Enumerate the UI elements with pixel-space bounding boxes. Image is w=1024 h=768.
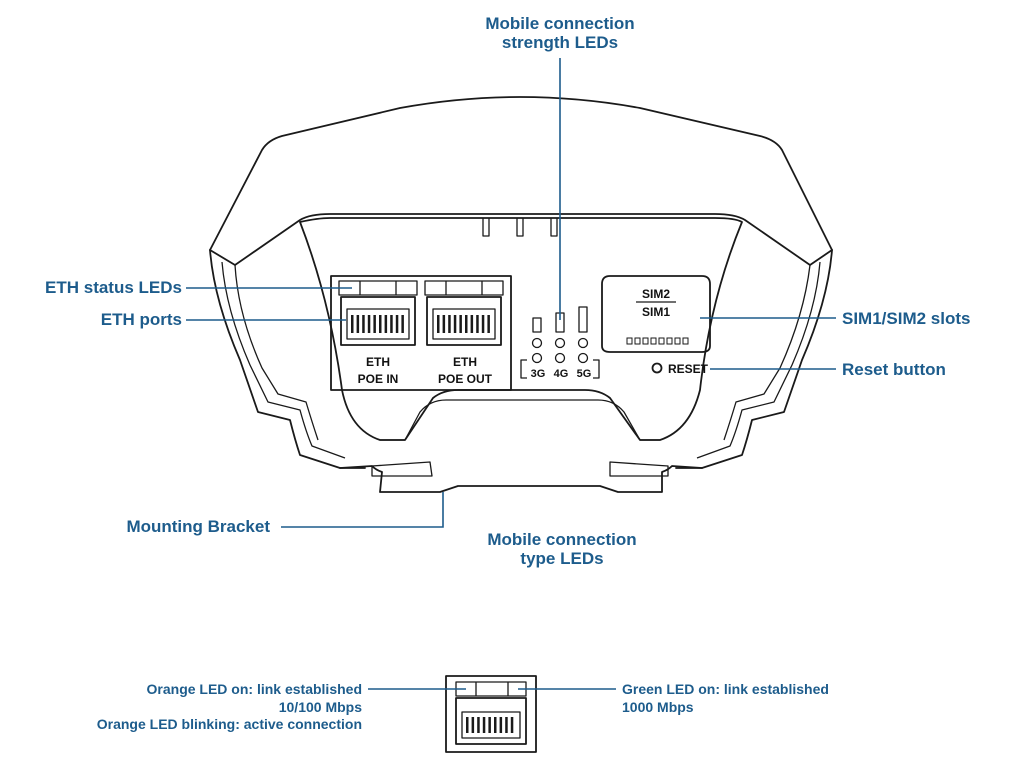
port-pin bbox=[448, 315, 451, 333]
legend-right-line1: Green LED on: link established bbox=[622, 681, 829, 697]
port1-label-line2: POE IN bbox=[358, 372, 399, 386]
sim-contact bbox=[682, 337, 689, 345]
port-pin bbox=[465, 315, 468, 333]
legend-led-bar bbox=[455, 681, 527, 697]
sim-contact bbox=[642, 337, 649, 345]
eth-status-callout: ETH status LEDs bbox=[45, 278, 182, 297]
type-led-4g bbox=[554, 352, 566, 364]
port-pin bbox=[510, 717, 514, 733]
eth-ports-callout: ETH ports bbox=[101, 310, 182, 329]
eth-status-leds-2 bbox=[424, 280, 504, 296]
strength-callout-line1: Mobile connection bbox=[485, 14, 634, 33]
led-dot-2 bbox=[554, 337, 566, 349]
legend-right-line2: 1000 Mbps bbox=[622, 699, 694, 715]
reset-label: RESET bbox=[668, 362, 709, 376]
port2-label-line1: ETH bbox=[453, 355, 477, 369]
port-pin bbox=[487, 315, 490, 333]
sim1-label: SIM1 bbox=[642, 305, 670, 319]
port-pin bbox=[505, 717, 508, 733]
port-pin bbox=[453, 315, 457, 333]
port-pin bbox=[459, 315, 462, 333]
port-pin bbox=[395, 315, 399, 333]
port-pin bbox=[351, 315, 354, 333]
strength-led-1 bbox=[532, 317, 542, 333]
port-pin bbox=[499, 717, 503, 733]
strength-callout-line2: strength LEDs bbox=[502, 33, 618, 52]
port1-label-line1: ETH bbox=[366, 355, 390, 369]
eth-port-poe-out bbox=[424, 280, 504, 346]
strength-led-3 bbox=[578, 306, 588, 333]
sim-contact bbox=[674, 337, 681, 345]
type-callout-line1: Mobile connection bbox=[487, 530, 636, 549]
sim-slots: SIM2 SIM1 bbox=[601, 275, 711, 353]
port-pin bbox=[356, 315, 360, 333]
port-pin bbox=[476, 315, 479, 333]
sim-contact bbox=[658, 337, 665, 345]
legend-left-line2: 10/100 Mbps bbox=[279, 699, 362, 715]
legend: Orange LED on: link established 10/100 M… bbox=[97, 681, 829, 732]
type-label-4g: 4G bbox=[554, 368, 569, 380]
reset-callout: Reset button bbox=[842, 360, 946, 379]
eth-port-block: ETH POE IN ETH POE OUT bbox=[330, 275, 512, 391]
legend-port bbox=[445, 675, 537, 753]
port-pin bbox=[466, 717, 469, 733]
sim-contact bbox=[634, 337, 641, 345]
led-dot-1 bbox=[531, 337, 543, 349]
type-label-3g: 3G bbox=[531, 368, 546, 380]
reset-hole bbox=[651, 362, 663, 374]
bracket-callout: Mounting Bracket bbox=[126, 517, 270, 536]
sim-contact bbox=[666, 337, 673, 345]
sim-contact bbox=[626, 337, 633, 345]
callouts: Mobile connection strength LEDs ETH stat… bbox=[45, 14, 970, 568]
legend-left-line1: Orange LED on: link established bbox=[147, 681, 362, 697]
port-pin bbox=[401, 315, 404, 333]
port-pin bbox=[471, 717, 475, 733]
led-dot-3 bbox=[577, 337, 589, 349]
eth-port-poe-in bbox=[338, 280, 418, 346]
type-callout-line2: type LEDs bbox=[520, 549, 603, 568]
reset-button: RESET bbox=[651, 362, 709, 376]
legend-left-line3: Orange LED blinking: active connection bbox=[97, 716, 362, 732]
port-pin bbox=[367, 315, 371, 333]
port-pin bbox=[481, 315, 485, 333]
mobile-leds: 3G 4G 5G bbox=[520, 306, 600, 380]
port-pin bbox=[477, 717, 480, 733]
port-pin bbox=[437, 315, 440, 333]
port-pin bbox=[384, 315, 388, 333]
sim2-label: SIM2 bbox=[642, 287, 670, 301]
port-pin bbox=[494, 717, 497, 733]
port-pin bbox=[488, 717, 491, 733]
port-pin bbox=[442, 315, 446, 333]
port-pin bbox=[482, 717, 486, 733]
sim-callout: SIM1/SIM2 slots bbox=[842, 309, 970, 328]
port-pin bbox=[470, 315, 474, 333]
router-body bbox=[209, 96, 833, 493]
bracket-leader bbox=[281, 492, 444, 528]
port-pin bbox=[373, 315, 376, 333]
port-pin bbox=[379, 315, 382, 333]
type-led-5g bbox=[577, 352, 589, 364]
sim-contact bbox=[650, 337, 657, 345]
type-led-3g bbox=[531, 352, 543, 364]
type-label-5g: 5G bbox=[577, 368, 592, 380]
port-pin bbox=[390, 315, 393, 333]
port2-label-line2: POE OUT bbox=[438, 372, 493, 386]
port-pin bbox=[362, 315, 365, 333]
